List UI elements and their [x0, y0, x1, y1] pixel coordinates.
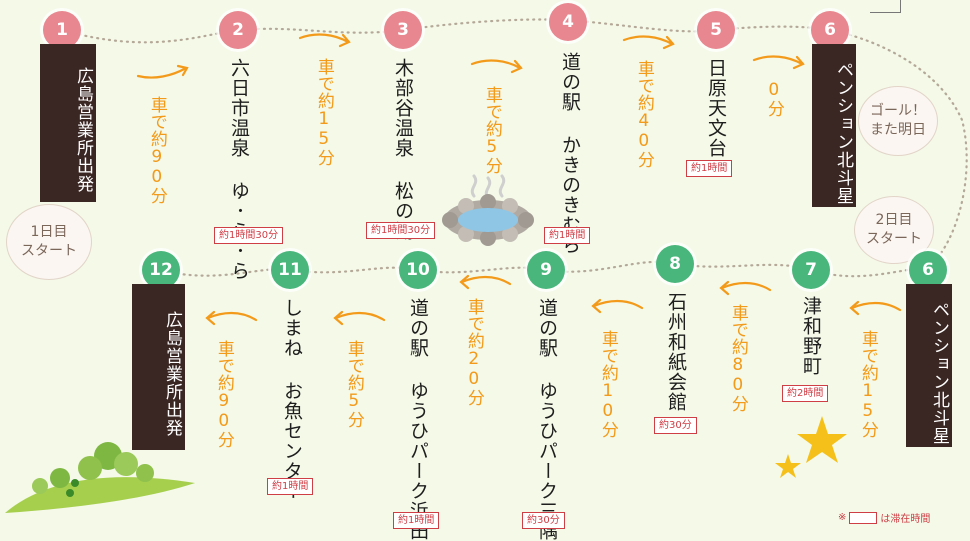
stop-kakinokimura: 道の駅 かきのきむら [559, 52, 581, 255]
hot-spring-icon [442, 174, 534, 246]
frame-corner [870, 0, 901, 13]
stop-number: 11 [271, 251, 309, 289]
drive-time: 車で約90分 [146, 96, 167, 204]
drive-time: 車で約10分 [597, 330, 618, 438]
stay-badge: 約1時間30分 [214, 227, 284, 244]
stay-badge: 約2時間 [782, 385, 829, 402]
stop-start-office: 広島営業所出発 [40, 44, 96, 202]
arrow-icon [459, 274, 512, 290]
day1-start-bubble: 1日目 スタート [6, 204, 92, 280]
stop-number: 4 [549, 3, 587, 41]
legend-mark: ※ [838, 512, 847, 523]
stop-sekishu-washi: 石州和紙会館 [665, 292, 687, 412]
arrow-icon [752, 55, 805, 70]
stay-badge: 約1時間 [267, 478, 314, 495]
arrow-icon [470, 59, 523, 74]
drive-time: 車で約40分 [633, 60, 654, 168]
stay-badge: 約1時間 [686, 160, 733, 177]
day1-goal-bubble: ゴール！ また明日 [858, 86, 938, 156]
stop-tsuwano: 津和野町 [800, 296, 822, 376]
stay-badge: 約1時間30分 [366, 222, 436, 239]
stop-number: 2 [219, 11, 257, 49]
legend-text: は滞在時間 [880, 514, 931, 525]
stop-yuhi-park-misumi: 道の駅 ゆうひパーク三隅 [536, 298, 558, 541]
arrow-icon [622, 35, 675, 50]
drive-time: 車で約20分 [463, 298, 484, 406]
star-icon [775, 416, 847, 478]
stop-yuhi-park-hamada: 道の駅 ゆうひパーク浜田 [407, 298, 429, 541]
stop-number: 9 [527, 251, 565, 289]
stop-number: 6 [909, 251, 947, 289]
drive-time: 0分 [763, 80, 784, 117]
stop-number: 1 [43, 11, 81, 49]
drive-time: 車で約80分 [727, 304, 748, 412]
stop-end-office: 広島営業所出発 [132, 284, 185, 450]
stop-shimane-fish-center: しまね お魚センター [281, 298, 303, 501]
stop-number: 6 [811, 11, 849, 49]
legend: ※ は滞在時間 [838, 510, 930, 525]
stop-pension-hokutosei: ペンション北斗星 [812, 44, 856, 207]
stop-number: 10 [399, 251, 437, 289]
arrow-icon [719, 280, 772, 296]
hill-icon [5, 442, 195, 513]
arrow-icon [205, 310, 258, 326]
stop-muikaichi-onsen: 六日市温泉 ゆ･ら･ら [228, 58, 250, 281]
arrow-icon [136, 64, 189, 79]
stop-nichihara-observatory: 日原天文台 [705, 58, 727, 158]
arrow-icon [591, 298, 644, 314]
arrow-icon [298, 33, 351, 48]
stop-number: 3 [384, 11, 422, 49]
stop-number: 8 [656, 245, 694, 283]
stop-number: 5 [697, 11, 735, 49]
stay-badge: 約1時間 [393, 512, 440, 529]
drive-time: 車で約90分 [213, 340, 234, 448]
stay-badge: 約30分 [654, 417, 697, 434]
stay-badge: 約1時間 [544, 227, 591, 244]
arrow-icon [849, 300, 902, 316]
drive-time: 車で約5分 [343, 340, 364, 428]
stop-number: 7 [792, 251, 830, 289]
arrow-icon [333, 310, 386, 326]
drive-time: 車で約15分 [313, 58, 334, 166]
stay-badge: 約30分 [522, 512, 565, 529]
drive-time: 車で約5分 [481, 86, 502, 174]
drive-time: 車で約15分 [857, 330, 878, 438]
stop-pension-hokutosei: ペンション北斗星 [906, 284, 952, 447]
legend-box [849, 511, 878, 524]
stop-kibedani-onsen: 木部谷温泉 松の湯 [392, 58, 414, 241]
stop-number: 12 [142, 251, 180, 289]
